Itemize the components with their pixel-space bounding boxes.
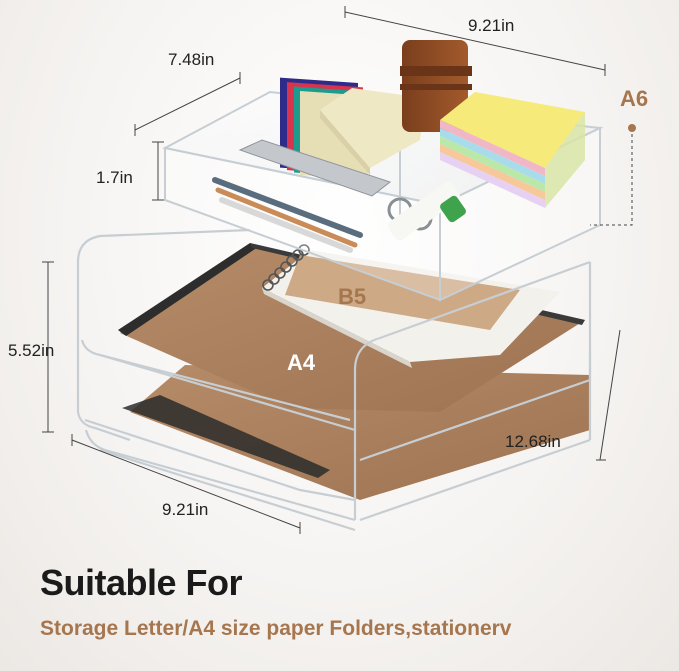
dim-bottom-depth: 12.68in <box>505 432 561 451</box>
label-a6: A6 <box>620 86 649 111</box>
sticky-note-stack <box>440 92 585 208</box>
b5-notebook <box>262 244 560 368</box>
caption-headline: Suitable For <box>40 562 243 603</box>
dim-tray-height: 1.7in <box>96 168 133 187</box>
acrylic-organizer <box>76 228 592 532</box>
sticky-note-block <box>320 88 425 175</box>
spiral-binding <box>262 244 310 291</box>
caption-subline: Storage Letter/A4 size paper Folders,sta… <box>40 617 512 640</box>
dim-total-height: 5.52in <box>8 341 55 360</box>
dim-bottom-width: 9.21in <box>162 500 209 519</box>
dim-top-width: 9.21in <box>468 16 515 35</box>
leather-notebook <box>400 40 472 132</box>
a6-marker-dot <box>628 124 636 132</box>
dim-top-depth: 7.48in <box>168 50 215 69</box>
dimension-lines <box>42 6 633 534</box>
stationery <box>212 139 466 253</box>
label-b5: B5 <box>338 284 367 309</box>
label-a4: A4 <box>287 350 316 375</box>
